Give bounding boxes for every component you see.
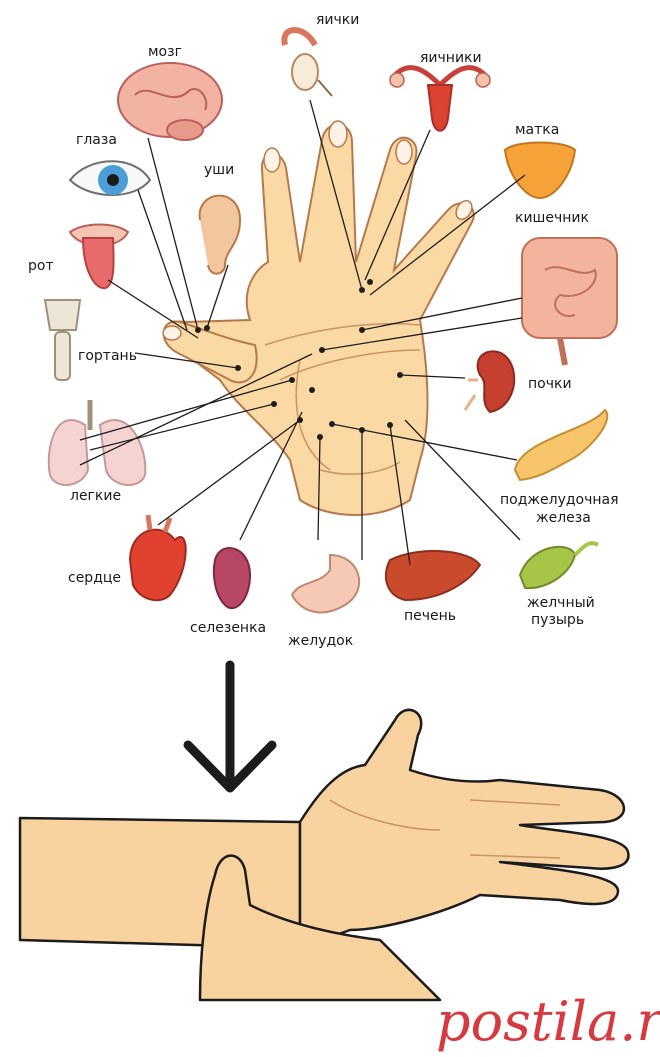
- testicles-icon: [281, 27, 333, 97]
- organ-labels: мозг яички яичники матка глаза уши кишеч…: [28, 12, 619, 649]
- label-gallbladder-line1: желчный: [527, 595, 595, 611]
- label-pancreas-line2: железа: [536, 510, 591, 526]
- label-ovaries: яичники: [420, 50, 482, 66]
- intestine-icon: [521, 237, 618, 366]
- ovaries-icon: [389, 65, 491, 132]
- arrow-down-icon: [183, 660, 277, 793]
- heart-icon: [128, 514, 187, 602]
- eye-icon: [68, 160, 152, 196]
- pancreas-icon: [513, 408, 609, 482]
- acupoint-dots: [195, 279, 403, 440]
- brain-icon: [117, 62, 223, 141]
- watermark: postila.ru: [436, 990, 660, 1053]
- label-mouth: рот: [28, 258, 54, 274]
- label-stomach: желудок: [288, 633, 353, 649]
- stomach-icon: [290, 553, 361, 614]
- wrist-press-illustration: [18, 660, 630, 1002]
- ear-icon: [198, 194, 242, 275]
- label-uterus: матка: [515, 122, 559, 138]
- palm-illustration: [162, 120, 475, 516]
- label-liver: печень: [404, 608, 456, 624]
- label-testicles: яички: [316, 12, 359, 28]
- label-spleen: селезенка: [190, 620, 266, 636]
- mouth-icon: [68, 223, 130, 290]
- spleen-icon: [212, 547, 252, 610]
- kidney-icon: [463, 350, 516, 414]
- label-brain: мозг: [148, 44, 182, 60]
- label-pancreas-line1: поджелудочная: [500, 492, 619, 508]
- label-larynx: гортань: [78, 348, 137, 364]
- label-gallbladder-line2: пузырь: [531, 612, 584, 628]
- label-ears: уши: [204, 162, 234, 178]
- liver-icon: [384, 550, 482, 602]
- label-heart: сердце: [68, 570, 121, 586]
- label-eyes: глаза: [76, 132, 117, 148]
- label-lungs: легкие: [70, 488, 121, 504]
- larynx-icon: [43, 299, 82, 381]
- label-intestine: кишечник: [515, 210, 589, 226]
- uterus-icon: [503, 141, 577, 200]
- lungs-icon: [47, 400, 147, 486]
- label-kidneys: почки: [528, 376, 572, 392]
- gallbladder-icon: [518, 541, 600, 590]
- leader-lines: [79, 99, 526, 566]
